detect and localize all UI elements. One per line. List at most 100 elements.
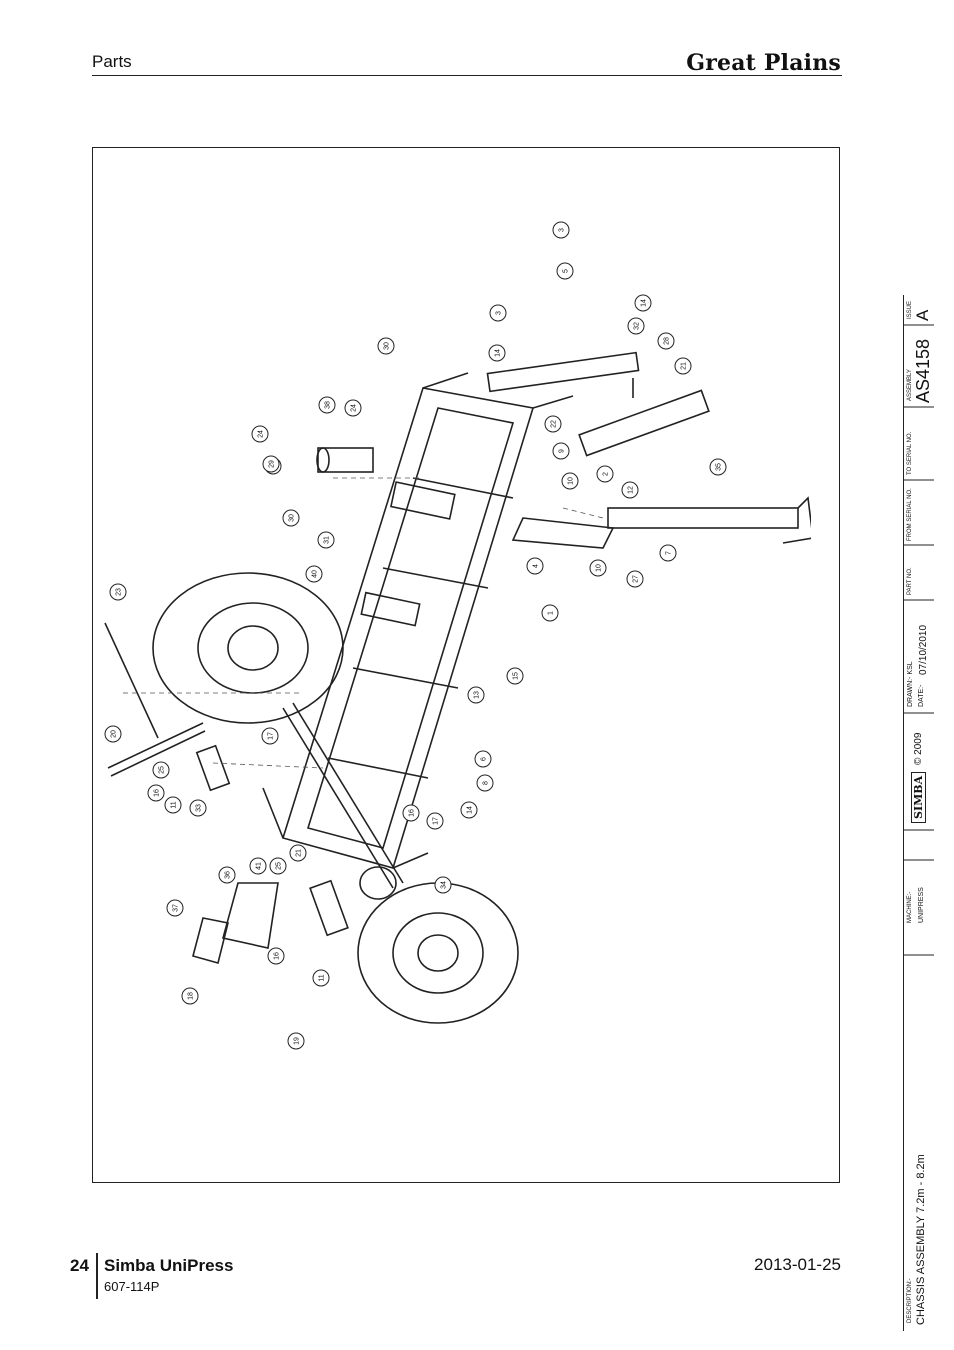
callout-number: 16	[409, 809, 416, 817]
callout-balloon	[657, 332, 675, 350]
callout-number: 37	[173, 904, 180, 912]
section-label: Parts	[92, 52, 132, 71]
callout-balloon	[164, 796, 182, 814]
drawn-label: DRAWN:- KSL	[907, 661, 914, 707]
chassis-assembly-drawing: 3514332282114302292938242429303110122354…	[104, 221, 811, 1050]
callout-balloon	[181, 987, 199, 1005]
callout-balloon	[589, 559, 607, 577]
callout-number: 38	[325, 401, 332, 409]
callout-number: 14	[641, 299, 648, 307]
footer-title: Simba UniPress	[104, 1256, 234, 1275]
callout-number: 28	[664, 337, 671, 345]
drawing-frame: 3514332282114302292938242429303110122354…	[92, 147, 934, 1331]
date-value: 07/10/2010	[918, 624, 929, 675]
callout-balloon	[541, 604, 559, 622]
callout-number: 24	[258, 430, 265, 438]
callout-number: 14	[495, 349, 502, 357]
callout-balloon	[434, 876, 452, 894]
callout-number: 25	[276, 862, 283, 870]
callout-balloon	[218, 866, 236, 884]
callout-balloon	[249, 857, 267, 875]
callout-balloon	[621, 481, 639, 499]
callout-balloon	[289, 844, 307, 862]
callout-balloon	[544, 415, 562, 433]
callout-number: 34	[441, 881, 448, 889]
callout-balloon	[627, 317, 645, 335]
callout-number: 2	[603, 472, 610, 476]
callout-balloon	[476, 774, 494, 792]
callout-number: 12	[628, 486, 635, 494]
callout-balloon	[402, 804, 420, 822]
callout-balloon	[634, 294, 652, 312]
simba-logo: SIMBA	[911, 771, 926, 823]
brand-logo: Great Plains	[686, 50, 841, 76]
callout-number: 27	[633, 575, 640, 583]
callout-balloon	[287, 1032, 305, 1050]
description-label: DESCRIPTION:-	[907, 1278, 913, 1323]
callout-balloon	[104, 725, 122, 743]
callout-number: 36	[225, 871, 232, 879]
callout-balloon	[506, 667, 524, 685]
callout-balloon	[305, 565, 323, 583]
callout-number: 10	[568, 477, 575, 485]
callout-balloon	[261, 727, 279, 745]
callout-balloon	[269, 857, 287, 875]
callout-number: 3	[496, 311, 503, 315]
callout-balloon	[659, 544, 677, 562]
callout-number: 21	[296, 849, 303, 857]
callout-number: 3	[559, 228, 566, 232]
callout-number: 30	[289, 514, 296, 522]
callout-number: 40	[312, 570, 319, 578]
footer-date: 2013-01-25	[754, 1255, 841, 1274]
callout-balloon	[262, 455, 280, 473]
callout-balloon	[267, 947, 285, 965]
callout-balloon	[556, 262, 574, 280]
callout-number: 41	[256, 862, 263, 870]
date-label: DATE:-	[918, 684, 925, 707]
callout-number: 13	[474, 691, 481, 699]
callout-number: 32	[634, 322, 641, 330]
callout-number: 5	[563, 269, 570, 273]
callout-balloon	[526, 557, 544, 575]
callout-number: 16	[154, 789, 161, 797]
callout-number: 23	[116, 588, 123, 596]
callout-number: 20	[111, 730, 118, 738]
callout-number: 15	[513, 672, 520, 680]
callout-number: 1	[548, 611, 555, 615]
callout-number: 21	[681, 362, 688, 370]
callout-number: 17	[433, 817, 440, 825]
callout-balloon	[474, 750, 492, 768]
callout-number: 25	[159, 766, 166, 774]
machine-value: UNIPRESS	[918, 887, 925, 923]
callout-balloon	[596, 465, 614, 483]
callout-balloon	[674, 357, 692, 375]
copyright: © 2009	[913, 732, 924, 765]
callout-balloon	[312, 969, 330, 987]
description-value: CHASSIS ASSEMBLY 7.2m - 8.2m	[915, 1154, 927, 1325]
callout-number: 9	[559, 449, 566, 453]
callout-balloon	[561, 472, 579, 490]
callout-number: 24	[351, 404, 358, 412]
callout-number: 18	[188, 992, 195, 1000]
callout-number: 17	[268, 732, 275, 740]
callout-balloon	[552, 221, 570, 239]
callout-balloon	[709, 458, 727, 476]
callout-balloon	[251, 425, 269, 443]
callout-number: 31	[324, 536, 331, 544]
callout-balloon	[488, 344, 506, 362]
callout-balloon	[467, 686, 485, 704]
callout-balloon	[147, 784, 165, 802]
callout-balloon	[152, 761, 170, 779]
callout-number: 8	[483, 781, 490, 785]
issue-value: A	[913, 309, 932, 321]
footer-divider	[96, 1253, 98, 1299]
callout-number: 11	[171, 801, 178, 808]
callout-number: 29	[269, 460, 276, 468]
callout-balloon	[489, 304, 507, 322]
callout-number: 22	[551, 420, 558, 428]
machine-label: MACHINE:-	[907, 891, 913, 923]
callout-balloon	[460, 801, 478, 819]
header-rule	[92, 75, 842, 76]
callout-balloon	[344, 399, 362, 417]
callout-balloon	[189, 799, 207, 817]
